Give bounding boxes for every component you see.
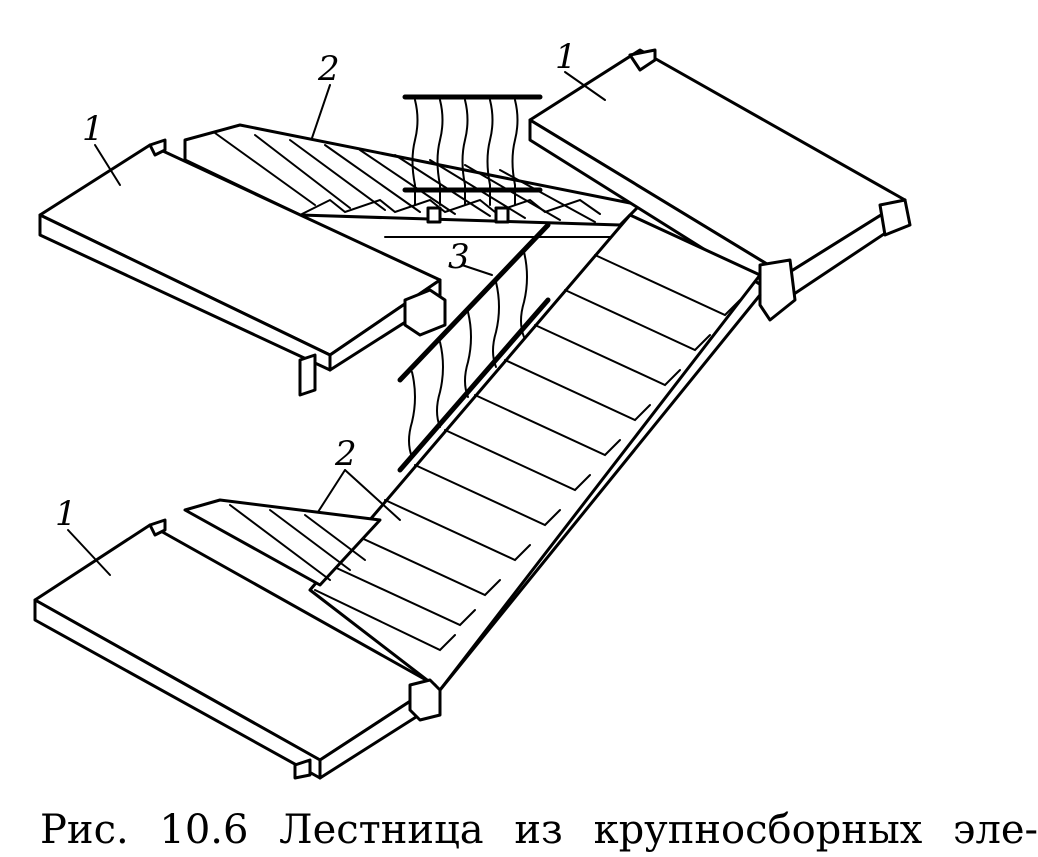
landing-top-left: [38, 138, 447, 397]
staircase-diagram: 1 2 1 3 2 1: [33, 37, 912, 780]
lower-flight-steps: [314, 214, 761, 652]
railing-lower: [397, 222, 551, 473]
landing-top-right: [528, 48, 912, 322]
staircase-drawing: 1 2 1 3 2 1: [33, 37, 912, 780]
label-steps-upper: 2: [317, 49, 340, 89]
label-landing-top-left: 1: [82, 109, 104, 149]
lower-flight: [308, 213, 762, 692]
railing-upper: [402, 94, 543, 224]
label-railing: 3: [448, 237, 470, 277]
landing-bottom: [33, 498, 442, 780]
figure-caption: Рис. 10.6 Лестница из крупносборных эле-: [40, 807, 1038, 853]
leader-lines: [67, 71, 606, 576]
label-steps-lower: 2: [334, 434, 357, 474]
label-landing-bottom: 1: [55, 494, 77, 534]
label-landing-top-right: 1: [555, 37, 577, 77]
